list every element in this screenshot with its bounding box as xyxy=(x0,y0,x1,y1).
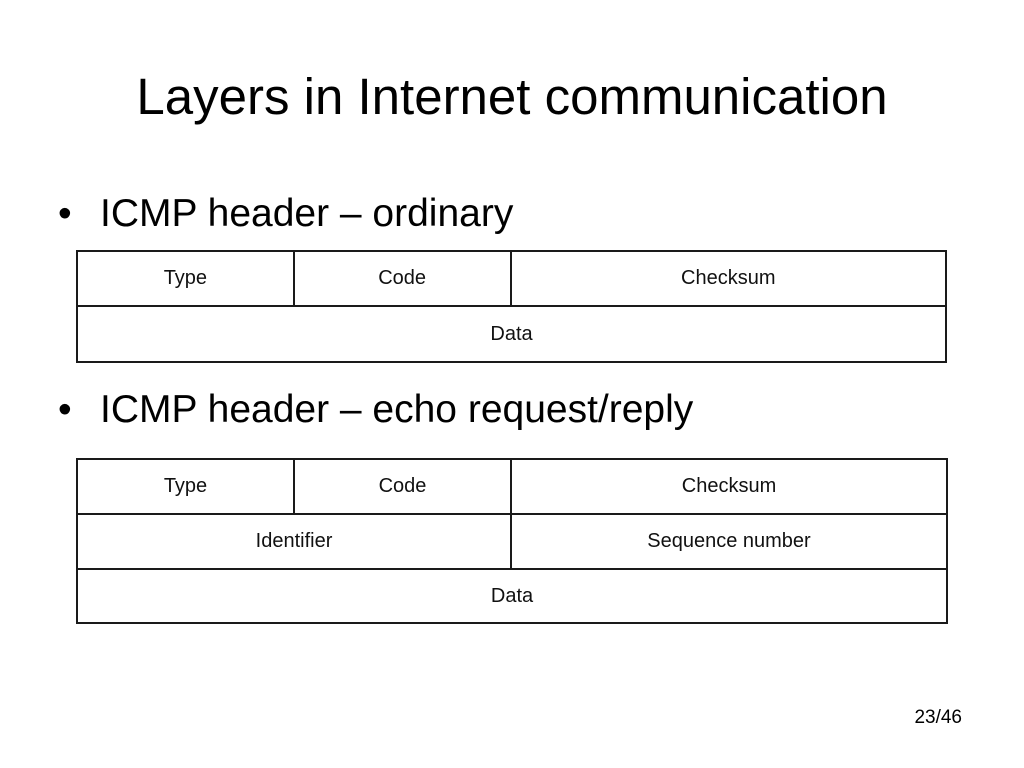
data-field: Data xyxy=(490,322,533,345)
checksum-field: Checksum xyxy=(681,475,777,497)
header-row: Type Code Checksum xyxy=(78,252,945,307)
bullet-icmp-ordinary: • ICMP header – ordinary xyxy=(58,190,513,238)
type-field: Type xyxy=(78,252,295,305)
identifier-field: Identifier xyxy=(78,515,512,568)
data-field: Data xyxy=(490,584,534,607)
code-field: Code xyxy=(295,252,512,305)
icmp-ordinary-header-diagram: Type Code Checksum Data xyxy=(76,250,947,363)
header-row: Data xyxy=(78,307,945,361)
page-number: 23/46 xyxy=(914,707,962,728)
icmp-echo-header-diagram: Type Code Checksum Identifier Sequence n… xyxy=(76,458,948,624)
bullet-icon: • xyxy=(58,388,72,431)
code-field: Code xyxy=(295,460,512,513)
bullet-text: ICMP header – ordinary xyxy=(100,192,514,235)
bullet-icon: • xyxy=(58,192,72,235)
header-row: Identifier Sequence number xyxy=(78,515,946,570)
checksum-field: Checksum xyxy=(681,267,776,289)
sequence-number-field: Sequence number xyxy=(647,530,811,552)
header-row: Type Code Checksum xyxy=(78,460,946,515)
header-row: Data xyxy=(78,570,946,622)
bullet-icmp-echo: • ICMP header – echo request/reply xyxy=(58,386,693,434)
bullet-text: ICMP header – echo request/reply xyxy=(100,388,694,431)
type-field: Type xyxy=(78,460,295,513)
slide-title: Layers in Internet communication xyxy=(136,68,888,125)
